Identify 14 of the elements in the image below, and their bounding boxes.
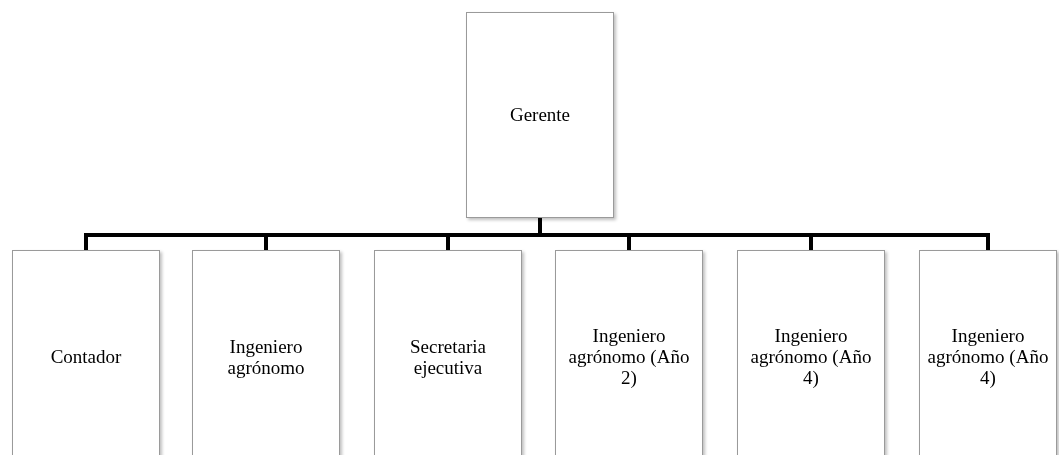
- position-box: [192, 250, 340, 455]
- position-title: Ingeniero agrónomo (Año 4): [926, 326, 1050, 389]
- position-box: [737, 250, 885, 455]
- position-title: Contador: [50, 347, 122, 368]
- position-title: Gerente: [509, 104, 571, 126]
- position-box: [12, 250, 160, 455]
- position-title: Ingeniero agrónomo (Año 2): [567, 326, 691, 389]
- position-title: Ingeniero agrónomo (Año 4): [749, 326, 873, 389]
- position-box: [555, 250, 703, 455]
- position-box: [374, 250, 522, 455]
- position-title: Secretaria ejecutiva: [409, 336, 487, 379]
- position-box: [919, 250, 1057, 455]
- position-title: Ingeniero agrónomo: [226, 336, 306, 379]
- position-box: [466, 12, 614, 218]
